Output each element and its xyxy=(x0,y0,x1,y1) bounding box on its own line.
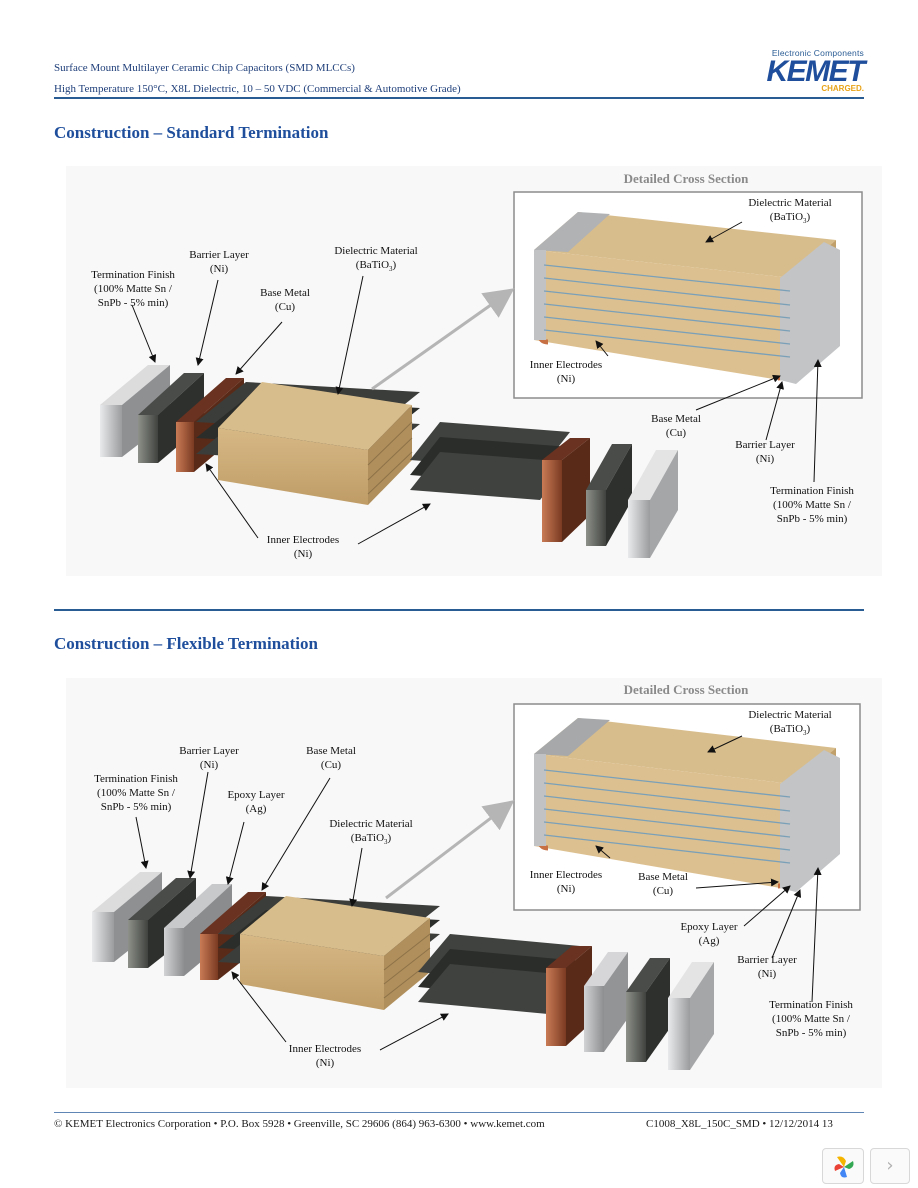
chevron-right-icon: › xyxy=(886,1155,894,1176)
footer-rule xyxy=(54,1112,864,1113)
viewer-logo-icon[interactable] xyxy=(822,1148,864,1184)
flex-cs-label-inner-electrodes: Inner Electrodes(Ni) xyxy=(529,869,603,895)
logo-charged: CHARGED. xyxy=(821,84,864,93)
dielectric-block xyxy=(218,382,413,505)
flex-cs-label-termination-finish: Termination Finish(100% Matte Sn /SnPb -… xyxy=(769,999,853,1039)
right-copper-plate xyxy=(542,438,590,542)
logo-tagline: Electronic Components xyxy=(771,48,864,58)
cs-label-inner-electrodes: Inner Electrodes(Ni) xyxy=(529,359,603,385)
flex-label-epoxy-layer: Epoxy Layer(Ag) xyxy=(227,789,285,815)
footer-doc-id: C1008_X8L_150C_SMD • 12/12/2014 13 xyxy=(646,1118,833,1130)
flex-cs-label-base-metal: Base Metal(Cu) xyxy=(638,871,688,897)
flex-label-dielectric-material: Dielectric Material(BaTiO3) xyxy=(329,818,413,847)
cs-label-dielectric-material: Dielectric Material(BaTiO3) xyxy=(748,197,832,226)
cs-label-termination-finish: Termination Finish(100% Matte Sn /SnPb -… xyxy=(770,485,854,525)
flex-dielectric-block xyxy=(240,896,431,1010)
standard-termination-diagram: Detailed Cross Section Termination Finis… xyxy=(0,160,918,580)
header-rule xyxy=(54,97,864,99)
footer-company-info: © KEMET Electronics Corporation • P.O. B… xyxy=(54,1118,545,1130)
flex-cs-label-barrier-layer: Barrier Layer(Ni) xyxy=(737,954,797,980)
doc-subtitle-line2: High Temperature 150°C, X8L Dielectric, … xyxy=(54,83,461,95)
flex-right-epoxy-plate xyxy=(584,952,628,1052)
cs-label-barrier-layer: Barrier Layer(Ni) xyxy=(735,439,795,465)
standard-exploded-illustration xyxy=(66,166,882,576)
doc-subtitle-line1: Surface Mount Multilayer Ceramic Chip Ca… xyxy=(54,62,355,74)
flexible-termination-diagram: Detailed Cross Section Termination Finis… xyxy=(0,672,918,1092)
label-inner-electrodes: Inner Electrodes(Ni) xyxy=(266,534,340,560)
right-nickel-plate xyxy=(586,444,632,546)
label-barrier-layer: Barrier Layer(Ni) xyxy=(189,249,249,275)
label-termination-finish: Termination Finish(100% Matte Sn /SnPb -… xyxy=(91,269,175,309)
flex-label-inner-electrodes: Inner Electrodes(Ni) xyxy=(288,1043,362,1069)
label-base-metal: Base Metal(Cu) xyxy=(260,287,310,313)
flex-label-termination-finish: Termination Finish(100% Matte Sn /SnPb -… xyxy=(94,773,178,813)
right-tin-plate xyxy=(628,450,678,558)
standard-cross-section-title: Detailed Cross Section xyxy=(623,171,749,186)
pinwheel-icon xyxy=(834,1156,854,1178)
flex-cross-section-chip xyxy=(534,718,840,892)
flex-cs-label-epoxy-layer: Epoxy Layer(Ag) xyxy=(680,921,738,947)
flex-label-barrier-layer: Barrier Layer(Ni) xyxy=(179,745,239,771)
flexible-exploded-illustration xyxy=(66,678,882,1088)
flex-right-tin-plate xyxy=(668,962,714,1070)
kemet-logo: KEMET xyxy=(766,55,866,88)
cs-label-base-metal: Base Metal(Cu) xyxy=(651,413,701,439)
flexible-cross-section-title: Detailed Cross Section xyxy=(623,682,749,697)
label-dielectric-material: Dielectric Material(BaTiO3) xyxy=(334,245,418,274)
section-title-standard: Construction – Standard Termination xyxy=(54,123,329,142)
flex-label-base-metal: Base Metal(Cu) xyxy=(306,745,356,771)
cross-section-chip xyxy=(534,212,840,384)
section-title-flexible: Construction – Flexible Termination xyxy=(54,634,318,653)
flex-cs-label-dielectric-material: Dielectric Material(BaTiO3) xyxy=(748,709,832,738)
section-divider xyxy=(54,609,864,611)
next-page-button[interactable]: › xyxy=(870,1148,910,1184)
flex-right-nickel-plate xyxy=(626,958,670,1062)
